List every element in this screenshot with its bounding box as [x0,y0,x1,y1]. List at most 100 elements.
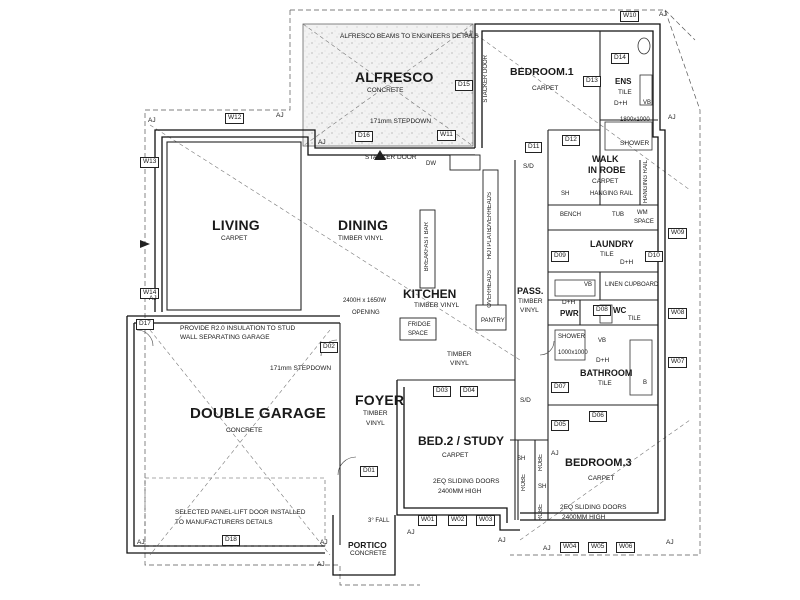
bath-b: B [643,380,648,386]
tag-d05: D05 [551,420,569,431]
wir-rail-vertical: HANGING RAIL [643,160,649,204]
linen-cupboard-label: LINEN CUPBOARD [605,282,659,288]
bed3-sh: SH [538,484,547,490]
hall-floor-1: TIMBER [447,351,472,358]
hall-floor-2: VINYL [450,360,469,367]
tag-d09: D09 [551,251,569,262]
aj-mark: AJ [498,537,506,544]
ens-dh: D+H [614,100,628,107]
bedroom3-label: BEDROOM.3 [565,457,632,469]
pass-sd-1: S/D [523,163,534,170]
tag-w02: W02 [448,515,468,526]
garage-door-line [144,477,326,547]
tag-d13: D13 [583,76,601,87]
portico-fall: 3° FALL [368,518,390,524]
garage-insulation-2: WALL SEPARATING GARAGE [180,334,270,341]
garage-stepdown: 171mm STEPDOWN [270,365,332,372]
aj-mark: AJ [659,11,667,18]
bath-dh: D+H [596,357,610,364]
tag-d03: D03 [433,386,451,397]
tag-w07: W07 [668,357,688,368]
aj-mark: AJ [318,139,326,146]
opening-label: OPENING [352,310,380,316]
pwr-dh: D+H [562,299,576,306]
aj-mark: AJ [320,539,328,546]
hotplate-label: HOTPLATE [487,228,493,260]
stacker-door-vertical: STACKER DOOR [483,55,489,103]
bed2-label: BED.2 / STUDY [418,434,505,448]
bedroom1-label: BEDROOM.1 [510,66,574,78]
alfresco-slab [302,23,474,147]
roof-hip-lines [149,23,691,556]
aj-mark: AJ [137,539,145,546]
garage-insulation-1: PROVIDE R2.0 INSULATION TO STUD [180,325,296,332]
breakfast-bar-label: BREAKFAST BAR [424,222,430,272]
tag-d18: D18 [222,535,240,546]
laundry-label: LAUNDRY [590,239,634,249]
ens-shower: SHOWER [620,140,650,147]
ens-label: ENS [615,77,632,86]
internal-walls [166,31,658,545]
bed3-doors-1: 2EQ SLIDING DOORS [560,504,627,511]
kitchen-floor: TIMBER VINYL [414,302,460,309]
bed3-robe-2: ROBE [538,504,544,522]
tag-d04: D04 [460,386,478,397]
bedroom1-floor: CARPET [532,85,559,92]
fridge-space-label: SPACE [408,331,428,337]
laundry-dh: D+H [620,259,634,266]
dining-floor: TIMBER VINYL [338,235,384,242]
tag-w11: W11 [437,130,456,141]
pass-floor-2: VINYL [520,307,539,314]
garage-floor: CONCRETE [226,427,263,434]
tag-d01: D01 [360,466,378,477]
north-markers [140,150,386,248]
tag-w14: W14 [140,288,160,299]
tag-d07: D07 [551,382,569,393]
tag-w13: W13 [140,157,160,168]
dining-label: DINING [338,217,389,233]
bed2-sh: SH [517,456,526,462]
aj-mark: AJ [407,529,415,536]
tag-w12: W12 [225,113,245,124]
alfresco-floor: CONCRETE [367,87,404,94]
fridge-label: FRIDGE [408,322,431,328]
bath-shower: SHOWER [558,334,585,340]
tag-d15: D15 [455,80,473,91]
alfresco-stepdown: 171mm STEPDOWN [370,118,432,125]
tag-d06: D06 [589,411,607,422]
tag-w08: W08 [668,308,688,319]
laundry-bench: BENCH [560,212,582,218]
wc-floor: TILE [628,316,641,322]
tag-d12: D12 [562,135,580,146]
stacker-door-label: STACKER DOOR [365,154,417,161]
tag-w03: W03 [476,515,496,526]
tag-d14: D14 [611,53,629,64]
ens-vb: VB [643,100,652,106]
portico-label: PORTICO [348,540,387,550]
ens-floor: TILE [618,89,632,96]
bed2-doors-1: 2EQ SLIDING DOORS [433,478,500,485]
bed3-robe-1: ROBE [538,454,544,472]
garage-label: DOUBLE GARAGE [190,405,326,422]
bathroom-floor: TILE [598,380,612,387]
tag-w01: W01 [418,515,438,526]
tag-d11: D11 [525,142,543,153]
tag-w09: W09 [668,228,688,239]
living-floor: CARPET [221,235,248,242]
aj-mark: AJ [148,117,156,124]
laundry-wm: WM [637,210,648,216]
tag-d10: D10 [645,251,663,262]
tag-d16: D16 [355,131,373,142]
wir-label-1: WALK [592,154,619,164]
kitchen-counters [399,154,507,341]
pass-sd-2: S/D [520,397,531,404]
overheads-label-2: OVERHEADS [487,270,493,308]
portico-floor: CONCRETE [350,550,387,557]
bed2-floor: CARPET [442,452,469,459]
overheads-label-1: OVERHEADS [487,192,493,230]
aj-mark: AJ [666,539,674,546]
aj-mark: AJ [464,31,472,38]
tag-w04: W04 [560,542,580,553]
laundry-floor: TILE [600,251,614,258]
foyer-floor-1: TIMBER [363,410,388,417]
